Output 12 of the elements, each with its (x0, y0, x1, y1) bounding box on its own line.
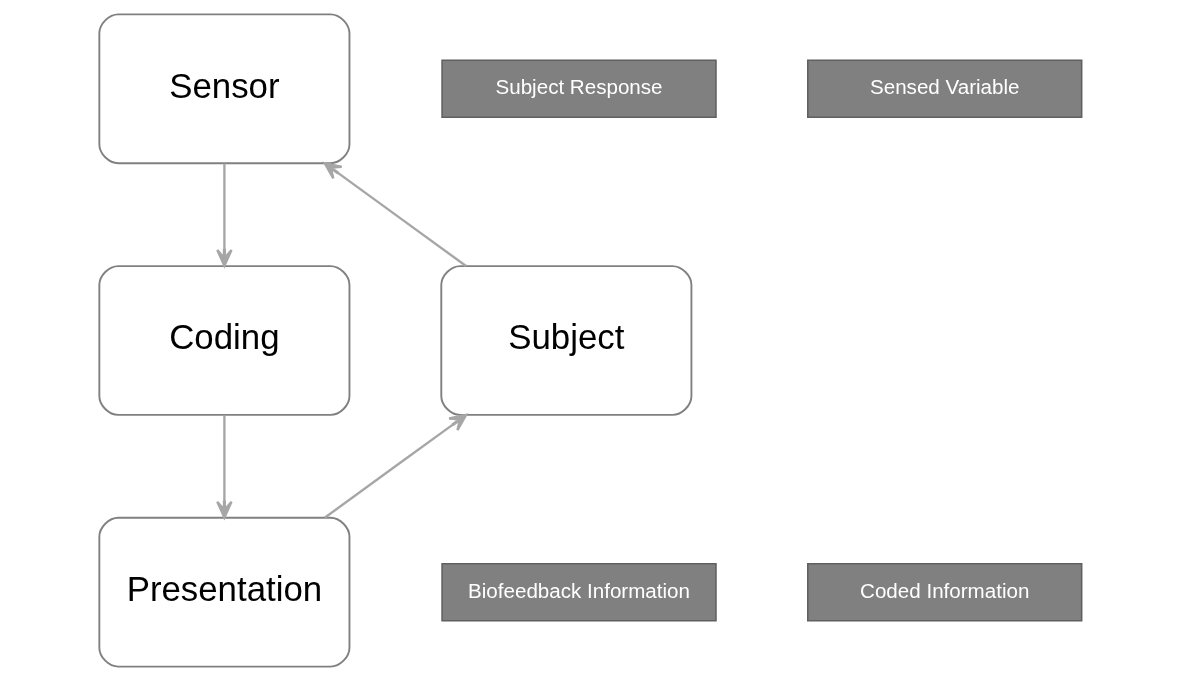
node-box: Sensed Variable (807, 59, 1083, 119)
node-box: Coding (98, 265, 351, 416)
node-box: Subject Response (441, 59, 717, 119)
arrow (323, 162, 467, 267)
node-box: Biofeedback Information (441, 562, 717, 622)
node-box: Sensor (98, 13, 351, 165)
arrow (216, 415, 233, 519)
arrow (324, 413, 468, 519)
node-box: Coded Information (807, 562, 1083, 622)
arrow (216, 163, 233, 267)
node-box: Subject (440, 265, 693, 416)
node-box: Presentation (98, 516, 351, 668)
